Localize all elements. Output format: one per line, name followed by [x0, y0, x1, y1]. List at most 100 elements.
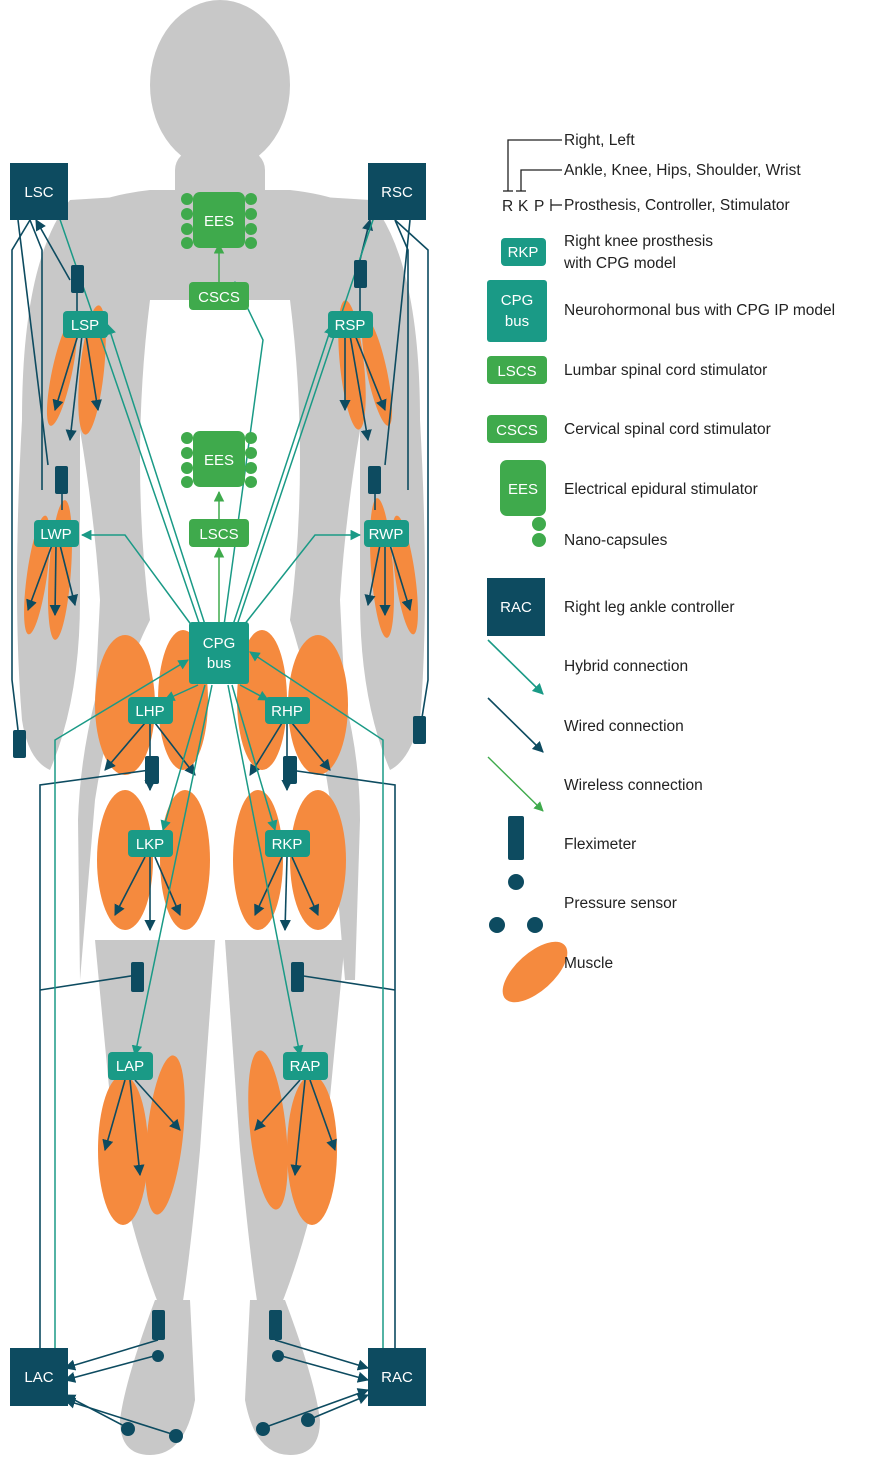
- node-rac: RAC: [368, 1348, 426, 1406]
- fleximeter: [413, 716, 426, 744]
- node-rsc: RSC: [368, 163, 426, 220]
- svg-text:R: R: [502, 198, 513, 215]
- svg-text:LHP: LHP: [135, 703, 164, 720]
- legend-cscs: CSCS Cervical spinal cord stimulator: [487, 415, 771, 443]
- svg-text:RAC: RAC: [500, 599, 532, 616]
- legend-pressure: Pressure sensor: [489, 874, 677, 933]
- svg-text:Wired connection: Wired connection: [564, 718, 684, 735]
- node-rap: RAP: [283, 1052, 328, 1080]
- svg-text:EES: EES: [508, 481, 538, 498]
- pressure-sensors: [121, 1350, 315, 1443]
- svg-text:Pressure sensor: Pressure sensor: [564, 895, 677, 912]
- muscle: [290, 790, 346, 930]
- node-lscs: LSCS: [189, 519, 249, 547]
- svg-text:RAC: RAC: [381, 1369, 413, 1386]
- svg-text:Nano-capsules: Nano-capsules: [564, 532, 668, 549]
- naming-key: R K P Right, Left Ankle, Knee, Hips, Sho…: [502, 132, 801, 215]
- node-lap: LAP: [108, 1052, 153, 1080]
- pressure-sensor: [301, 1413, 315, 1427]
- fleximeter: [368, 466, 381, 494]
- legend-fleximeter: Fleximeter: [508, 816, 636, 860]
- legend-wireless: Wireless connection: [487, 756, 703, 812]
- svg-text:LSP: LSP: [71, 317, 99, 334]
- svg-text:LSCS: LSCS: [199, 526, 238, 543]
- svg-text:P: P: [534, 198, 544, 215]
- fleximeters: [13, 260, 426, 1340]
- node-rsp: RSP: [328, 311, 373, 338]
- svg-text:RWP: RWP: [369, 526, 404, 543]
- svg-text:Lumbar spinal cord stimulator: Lumbar spinal cord stimulator: [564, 362, 767, 379]
- svg-text:Fleximeter: Fleximeter: [564, 836, 636, 853]
- svg-text:RSC: RSC: [381, 184, 413, 201]
- fleximeter: [71, 265, 84, 293]
- wired-connections: [11, 218, 429, 1436]
- legend-hybrid: Hybrid connection: [487, 639, 688, 695]
- svg-text:LSCS: LSCS: [497, 363, 536, 380]
- svg-text:Prosthesis, Controller, Stimul: Prosthesis, Controller, Stimulator: [564, 197, 790, 214]
- svg-text:bus: bus: [207, 655, 231, 672]
- svg-text:RHP: RHP: [271, 703, 303, 720]
- svg-text:RKP: RKP: [508, 244, 539, 261]
- fleximeter: [152, 1310, 165, 1340]
- muscle: [97, 790, 153, 930]
- node-lwp: LWP: [34, 520, 79, 547]
- svg-text:CPG: CPG: [501, 292, 534, 309]
- fleximeter: [269, 1310, 282, 1340]
- node-rkp: RKP: [265, 830, 310, 857]
- node-rhp: RHP: [265, 697, 310, 724]
- svg-text:LKP: LKP: [136, 836, 164, 853]
- svg-text:LAP: LAP: [116, 1058, 144, 1075]
- svg-text:Right leg ankle controller: Right leg ankle controller: [564, 599, 735, 616]
- legend-nano: Nano-capsules: [532, 517, 668, 549]
- svg-text:RKP: RKP: [272, 836, 303, 853]
- svg-text:Cervical spinal cord stimulato: Cervical spinal cord stimulator: [564, 421, 771, 438]
- svg-text:Electrical epidural stimulator: Electrical epidural stimulator: [564, 481, 758, 498]
- svg-text:LSC: LSC: [24, 184, 53, 201]
- pressure-sensor: [169, 1429, 183, 1443]
- node-ees-top: EES: [193, 192, 245, 248]
- svg-text:RAP: RAP: [290, 1058, 321, 1075]
- svg-text:Muscle: Muscle: [564, 955, 613, 972]
- svg-text:EES: EES: [204, 213, 234, 230]
- legend-rac: RAC Right leg ankle controller: [487, 578, 735, 636]
- node-lkp: LKP: [128, 830, 173, 857]
- legend-ees: EES Electrical epidural stimulator: [500, 460, 758, 516]
- svg-text:EES: EES: [204, 452, 234, 469]
- legend-muscle: Muscle: [502, 941, 613, 1003]
- muscle: [98, 1075, 148, 1225]
- fleximeter: [145, 756, 159, 784]
- muscle: [95, 635, 155, 775]
- svg-text:Wireless connection: Wireless connection: [564, 777, 703, 794]
- node-ees-mid: EES: [193, 431, 245, 487]
- svg-text:Ankle, Knee, Hips, Shoulder, W: Ankle, Knee, Hips, Shoulder, Wrist: [564, 162, 801, 179]
- fleximeter: [283, 756, 297, 784]
- svg-text:K: K: [518, 198, 529, 215]
- node-cpg-bus: CPG bus: [189, 622, 249, 684]
- fleximeter: [291, 962, 304, 992]
- svg-text:CSCS: CSCS: [496, 422, 538, 439]
- muscle: [288, 635, 348, 775]
- legend-lscs: LSCS Lumbar spinal cord stimulator: [487, 356, 767, 384]
- node-lsc: LSC: [10, 163, 68, 220]
- legend-cpg: CPG bus Neurohormonal bus with CPG IP mo…: [487, 280, 835, 342]
- svg-text:Right knee prosthesis: Right knee prosthesis: [564, 233, 713, 250]
- pressure-sensor: [256, 1422, 270, 1436]
- node-lhp: LHP: [128, 697, 173, 724]
- fleximeter: [13, 730, 26, 758]
- fleximeter: [354, 260, 367, 288]
- muscle: [248, 1050, 288, 1210]
- svg-text:bus: bus: [505, 313, 529, 330]
- svg-text:CSCS: CSCS: [198, 289, 240, 306]
- muscle: [287, 1075, 337, 1225]
- svg-text:LAC: LAC: [24, 1369, 53, 1386]
- node-lsp: LSP: [63, 311, 108, 338]
- fleximeter: [131, 962, 144, 992]
- svg-text:Right, Left: Right, Left: [564, 132, 635, 149]
- legend-rkp: RKP Right knee prosthesis with CPG model: [501, 233, 713, 272]
- svg-text:LWP: LWP: [40, 526, 71, 543]
- svg-text:with CPG model: with CPG model: [563, 255, 676, 272]
- legend-wired: Wired connection: [487, 697, 684, 753]
- pressure-sensor: [152, 1350, 164, 1362]
- nano-capsules: [181, 193, 257, 488]
